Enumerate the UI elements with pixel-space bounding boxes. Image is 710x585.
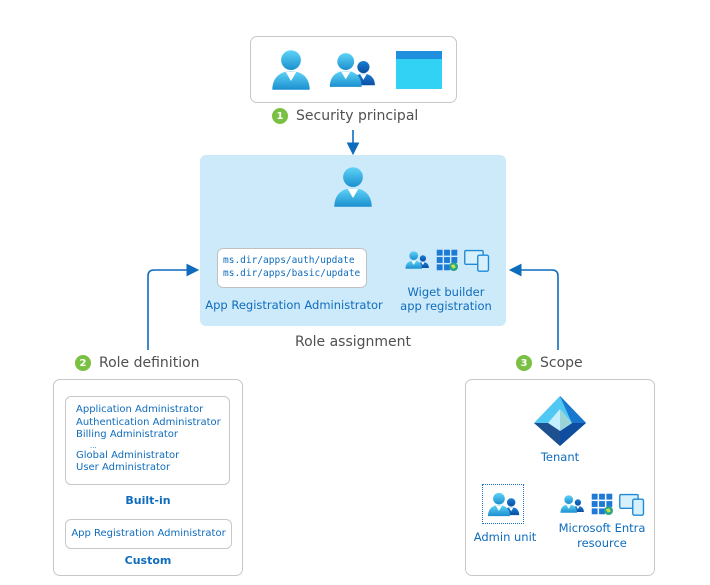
arrow-scope-to-assignment	[508, 263, 559, 350]
role-item: App Registration Administrator	[71, 527, 226, 539]
security-principal-title: Security principal	[296, 108, 419, 124]
permission-item: ms.dir/apps/basic/update	[223, 268, 361, 279]
app-grid-icon	[591, 493, 613, 515]
security-principal-box	[250, 36, 457, 103]
role-assignment-box: ms.dir/apps/auth/update ms.dir/apps/basi…	[200, 155, 506, 326]
permission-item: ms.dir/apps/auth/update	[223, 255, 355, 266]
permissions-box: ms.dir/apps/auth/update ms.dir/apps/basi…	[217, 248, 367, 288]
role-item: Global Administrator	[76, 449, 180, 461]
role-definition-box: Application Administrator Authentication…	[53, 379, 243, 576]
role-item: Authentication Administrator	[76, 416, 221, 428]
group-icon	[559, 493, 586, 515]
role-definition-label: 2 Role definition	[75, 355, 200, 371]
assigned-user-icon	[331, 165, 375, 209]
admin-unit-box	[482, 484, 524, 524]
scope-box: Tenant Admin unit Microsoft Entra resour…	[465, 379, 655, 576]
role-definition-title: Role definition	[99, 355, 200, 371]
assigned-resource-name: Wiget builder app registration	[400, 285, 492, 313]
role-item: Application Administrator	[76, 404, 204, 415]
group-icon	[404, 249, 431, 271]
app-window-icon	[396, 51, 442, 89]
arrow-definition-to-assignment	[147, 263, 200, 350]
tenant-label: Tenant	[540, 450, 580, 464]
assigned-role-name: App Registration Administrator	[205, 298, 383, 312]
role-assignment-title: Role assignment	[294, 334, 412, 350]
builtin-roles-list: Application Administrator Authentication…	[65, 396, 230, 485]
devices-icon	[619, 493, 645, 516]
entra-resource-label: Microsoft Entra resource	[558, 521, 646, 550]
scope-title: Scope	[540, 355, 583, 371]
role-ellipsis: ...	[90, 441, 97, 450]
admin-unit-label: Admin unit	[473, 530, 537, 544]
custom-roles-list: App Registration Administrator	[65, 519, 232, 549]
app-grid-icon	[436, 249, 458, 271]
step-badge-3: 3	[516, 355, 532, 371]
builtin-caption: Built-in	[125, 494, 171, 507]
role-item: User Administrator	[76, 462, 171, 473]
custom-caption: Custom	[124, 554, 172, 567]
step-badge-2: 2	[75, 355, 91, 371]
security-principal-label: 1 Security principal	[272, 108, 418, 124]
step-badge-1: 1	[272, 108, 288, 124]
devices-icon	[464, 249, 490, 272]
scope-label: 3 Scope	[516, 355, 583, 371]
tenant-icon	[534, 396, 586, 446]
group-icon	[486, 490, 522, 519]
role-item: Billing Administrator	[76, 429, 179, 440]
